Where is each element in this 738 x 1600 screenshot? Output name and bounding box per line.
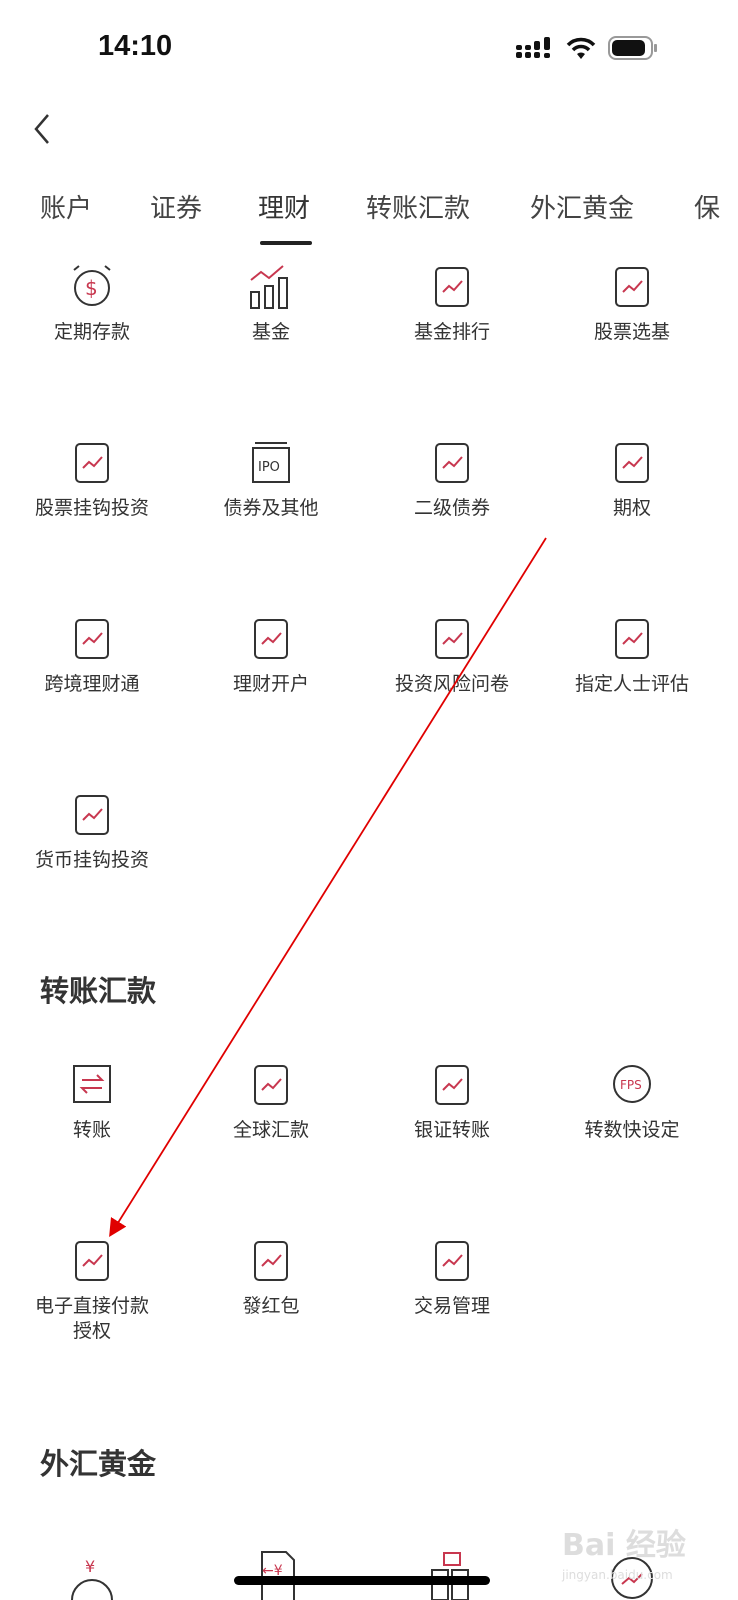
menu-item-label: 基金排行	[413, 321, 490, 343]
shield-crown-icon	[435, 619, 469, 659]
menu-item[interactable]: 基金	[181, 262, 361, 345]
category-tabs: 账户 证券 理财 转账汇款 外汇黄金 保	[0, 188, 738, 248]
tab-account[interactable]: 账户	[40, 194, 93, 224]
account-open-icon	[254, 619, 288, 659]
menu-item[interactable]: 转账	[2, 1060, 182, 1143]
menu-item[interactable]: 指定人士评估	[542, 614, 722, 697]
status-time: 14:10	[98, 30, 173, 62]
menu-item[interactable]: 期权	[542, 438, 722, 521]
tab-insurance[interactable]: 保	[694, 194, 721, 224]
menu-item[interactable]: 投资风险问卷	[362, 614, 542, 697]
tab-wealth[interactable]: 理财	[258, 194, 311, 224]
menu-item-label: 期权	[612, 497, 651, 519]
svg-text:←¥: ←¥	[262, 1563, 283, 1579]
chart-link-icon	[75, 443, 109, 483]
home-indicator[interactable]	[234, 1576, 490, 1585]
menu-item-label: 货币挂钩投资	[34, 849, 149, 871]
menu-item[interactable]: 股票选基	[542, 262, 722, 345]
menu-item-label: 理财开户	[232, 673, 309, 695]
menu-item[interactable]: 基金排行	[362, 262, 542, 345]
menu-item[interactable]: 交易管理	[362, 1236, 542, 1319]
menu-item-label: 發红包	[242, 1295, 300, 1317]
active-tab-indicator	[260, 241, 312, 245]
menu-item-label: 全球汇款	[232, 1119, 309, 1141]
bar-chart-icon	[250, 265, 288, 309]
fx-icons-partial: ¥ ←¥	[71, 1551, 653, 1600]
menu-item[interactable]: 银证转账	[362, 1060, 542, 1143]
menu-item-label: 股票选基	[593, 321, 670, 343]
section-title-transfer: 转账汇款	[40, 974, 157, 1008]
menu-item-label: 交易管理	[413, 1295, 490, 1317]
svg-text:¥: ¥	[85, 1557, 95, 1576]
battery-icon	[608, 36, 657, 60]
menu-item[interactable]: $ 定期存款	[2, 262, 182, 345]
tab-fx-gold[interactable]: 外汇黄金	[530, 194, 635, 224]
menu-item[interactable]: 理财开户	[181, 614, 361, 697]
menu-item[interactable]: 全球汇款	[181, 1060, 361, 1143]
menu-item-label: 二级债券	[413, 497, 490, 519]
red-packet-icon	[254, 1241, 288, 1281]
transfer-icon	[73, 1065, 111, 1103]
menu-item[interactable]: 货币挂钩投资	[2, 790, 182, 873]
menu-item[interactable]: 电子直接付款授权	[2, 1236, 182, 1344]
menu-item-label: 基金	[251, 321, 290, 343]
svg-text:FPS: FPS	[620, 1078, 642, 1092]
watermark: Bai 经验	[562, 1528, 686, 1563]
bank-securities-icon	[435, 1065, 469, 1105]
svg-text:IPO: IPO	[258, 460, 280, 475]
menu-item[interactable]: 股票挂钩投资	[2, 438, 182, 521]
menu-item-label: 指定人士评估	[574, 673, 689, 695]
transaction-settings-icon	[435, 1241, 469, 1281]
trophy-chart-icon	[435, 267, 469, 307]
menu-item-label: 转账	[72, 1119, 111, 1141]
menu-item-label: 电子直接付款授权	[34, 1295, 149, 1342]
menu-item[interactable]: IPO 债券及其他	[181, 438, 361, 521]
signal-icon	[516, 37, 550, 58]
menu-item[interactable]: 二级债券	[362, 438, 542, 521]
ipo-icon: IPO	[252, 442, 290, 483]
cross-border-icon	[75, 619, 109, 659]
menu-item-label: 债券及其他	[223, 497, 319, 519]
wifi-icon	[566, 37, 596, 59]
menu-item[interactable]: 跨境理财通	[2, 614, 182, 697]
fx-exchange-icon: ¥	[71, 1557, 113, 1600]
menu-item-label: 银证转账	[413, 1119, 490, 1141]
global-remit-icon	[254, 1065, 288, 1105]
back-button[interactable]	[30, 112, 58, 146]
menu-item-label: 股票挂钩投资	[34, 497, 149, 519]
tab-securities[interactable]: 证券	[150, 194, 203, 224]
section-title-fx: 外汇黄金	[40, 1447, 157, 1481]
fx-trend-icon	[611, 1557, 653, 1599]
gold-bars-icon	[431, 1552, 469, 1600]
menu-item-label: 投资风险问卷	[394, 673, 509, 695]
watermark-url: jingyan.baidu.com	[562, 1568, 673, 1582]
menu-item[interactable]: FPS 转数快设定	[542, 1060, 722, 1143]
tab-transfer[interactable]: 转账汇款	[366, 194, 471, 224]
status-icons	[516, 36, 658, 60]
fps-icon: FPS	[613, 1065, 651, 1103]
edda-icon	[75, 1241, 109, 1281]
certificate-icon	[615, 443, 649, 483]
magnifier-chart-icon	[615, 267, 649, 307]
alarm-dollar-icon: $	[73, 265, 111, 306]
currency-link-icon	[75, 795, 109, 835]
svg-text:$: $	[85, 276, 98, 300]
heart-person-icon	[615, 619, 649, 659]
trophy-doc-icon	[435, 443, 469, 483]
menu-item-label: 跨境理财通	[44, 673, 140, 695]
menu-item-label: 转数快设定	[584, 1119, 680, 1141]
fx-doc-icon: ←¥	[261, 1551, 295, 1600]
menu-item[interactable]: 發红包	[181, 1236, 361, 1319]
menu-item-label: 定期存款	[53, 321, 130, 343]
